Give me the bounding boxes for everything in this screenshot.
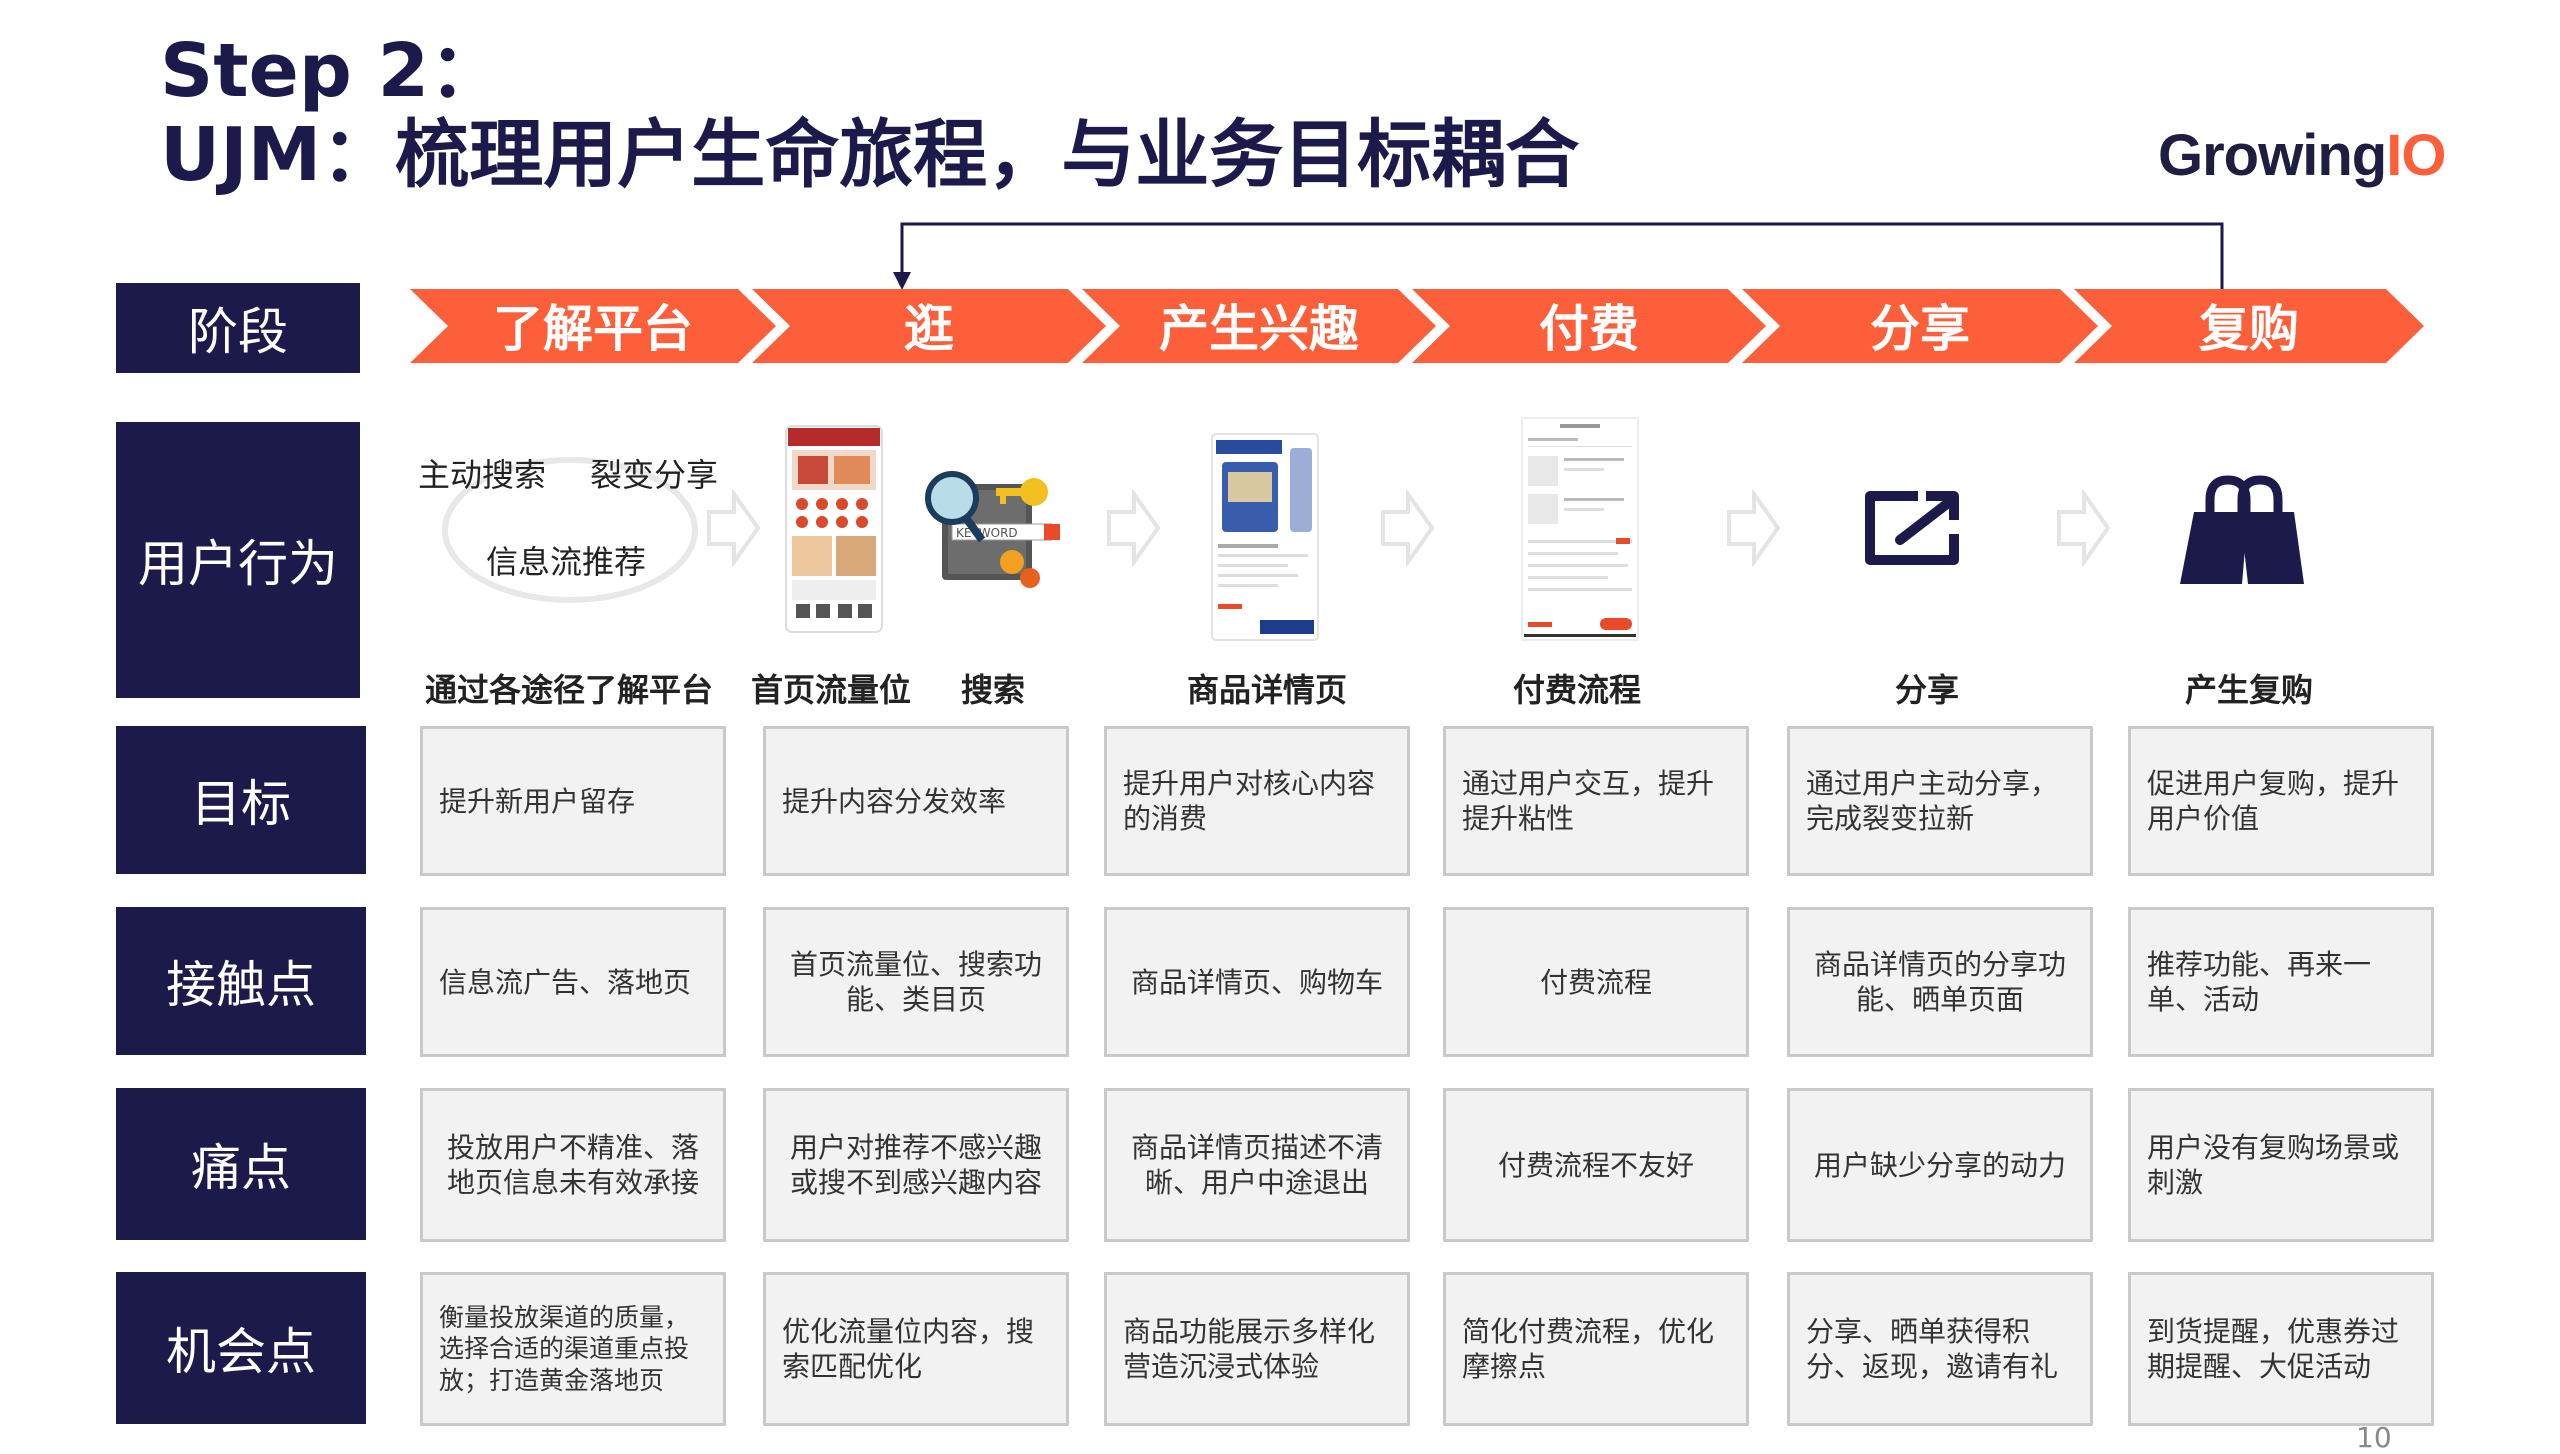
touchpoint-cell: 商品详情页、购物车: [1104, 907, 1410, 1057]
home-screen-icon: [785, 425, 883, 633]
opportunity-cell: 分享、晒单获得积分、返现，邀请有礼: [1787, 1272, 2093, 1426]
stage-5-label: 分享: [1870, 300, 1970, 358]
touchpoint-cell: 首页流量位、搜索功能、类目页: [763, 907, 1069, 1057]
opportunity-cell: 简化付费流程，优化摩擦点: [1443, 1272, 1749, 1426]
goal-cell: 提升用户对核心内容的消费: [1104, 726, 1410, 876]
stage-2-label: 逛: [904, 300, 954, 358]
stage-chevron-4: [1412, 289, 1766, 363]
arrow-right-icon: [2057, 490, 2111, 566]
arrow-right-icon: [1381, 490, 1435, 566]
shopping-bag-icon: [2180, 475, 2304, 584]
share-icon: [1865, 491, 1959, 565]
pain-cell: 用户没有复购场景或刺激: [2128, 1088, 2434, 1242]
caption-discover: 通过各途径了解平台: [425, 671, 714, 709]
arrow-right-icon: [1107, 490, 1161, 566]
stage-chevron-2: [752, 289, 1106, 363]
touchpoint-cell: 付费流程: [1443, 907, 1749, 1057]
caption-share: 分享: [1895, 671, 1960, 709]
pain-cell: 投放用户不精准、落地页信息未有效承接: [420, 1088, 726, 1242]
caption-search: 搜索: [961, 671, 1026, 709]
page-title: UJM：梳理用户生命旅程，与业务目标耦合: [160, 112, 1580, 198]
opportunity-cell: 商品功能展示多样化营造沉浸式体验: [1104, 1272, 1410, 1426]
stage-4-label: 付费: [1539, 300, 1639, 358]
touchpoint-cell: 推荐功能、再来一单、活动: [2128, 907, 2434, 1057]
caption-repurchase: 产生复购: [2185, 671, 2314, 709]
arrow-right-icon: [707, 490, 761, 566]
repurchase-loop-arrow: [893, 222, 2224, 290]
stage-3-label: 产生兴趣: [1159, 300, 1359, 358]
stage-chevron-6: [2074, 289, 2424, 363]
bubble-viral-share: 裂变分享: [590, 456, 719, 494]
checkout-page-icon: [1521, 417, 1639, 641]
touchpoint-cell: 商品详情页的分享功能、晒单页面: [1787, 907, 2093, 1057]
pain-cell: 付费流程不友好: [1443, 1088, 1749, 1242]
stage-1-label: 了解平台: [493, 300, 693, 358]
row-label-opportunity: 机会点: [116, 1272, 366, 1424]
search-key-icon: KEYWORD: [925, 471, 1060, 588]
goal-cell: 促进用户复购，提升用户价值: [2128, 726, 2434, 876]
discovery-bubble: [442, 457, 698, 603]
stage-6-label: 复购: [2199, 300, 2299, 358]
svg-text:KEYWORD: KEYWORD: [956, 526, 1018, 540]
goal-cell: 提升内容分发效率: [763, 726, 1069, 876]
opportunity-cell: 优化流量位内容，搜索匹配优化: [763, 1272, 1069, 1426]
stage-chevron-1: [410, 289, 776, 363]
caption-product-page: 商品详情页: [1187, 671, 1348, 709]
product-page-icon: [1211, 433, 1319, 641]
pain-cell: 用户对推荐不感兴趣或搜不到感兴趣内容: [763, 1088, 1069, 1242]
opportunity-cell: 衡量投放渠道的质量，选择合适的渠道重点投放；打造黄金落地页: [420, 1272, 726, 1426]
pain-cell: 用户缺少分享的动力: [1787, 1088, 2093, 1242]
stage-chevron-5: [1742, 289, 2098, 363]
arrow-right-icon: [1727, 490, 1781, 566]
caption-checkout: 付费流程: [1513, 671, 1642, 709]
row-label-behavior: 用户行为: [116, 422, 360, 698]
goal-cell: 通过用户交互，提升提升粘性: [1443, 726, 1749, 876]
row-label-touchpoint: 接触点: [116, 907, 366, 1055]
goal-cell: 通过用户主动分享，完成裂变拉新: [1787, 726, 2093, 876]
page-number: 10: [2356, 1421, 2392, 1454]
bubble-active-search: 主动搜索: [418, 456, 547, 494]
growingio-logo: GrowingIO: [2158, 123, 2446, 188]
goal-cell: 提升新用户留存: [420, 726, 726, 876]
stage-chevron-bar: [410, 289, 2424, 363]
opportunity-cell: 到货提醒，优惠券过期提醒、大促活动: [2128, 1272, 2434, 1426]
stage-chevron-3: [1082, 289, 1436, 363]
row-label-goal: 目标: [116, 726, 366, 874]
touchpoint-cell: 信息流广告、落地页: [420, 907, 726, 1057]
row-label-stage: 阶段: [116, 283, 360, 373]
page-title-step: Step 2：: [160, 28, 504, 114]
bubble-feed-recommend: 信息流推荐: [486, 543, 647, 581]
caption-home-slot: 首页流量位: [751, 671, 912, 709]
pain-cell: 商品详情页描述不清晰、用户中途退出: [1104, 1088, 1410, 1242]
row-label-pain: 痛点: [116, 1088, 366, 1240]
